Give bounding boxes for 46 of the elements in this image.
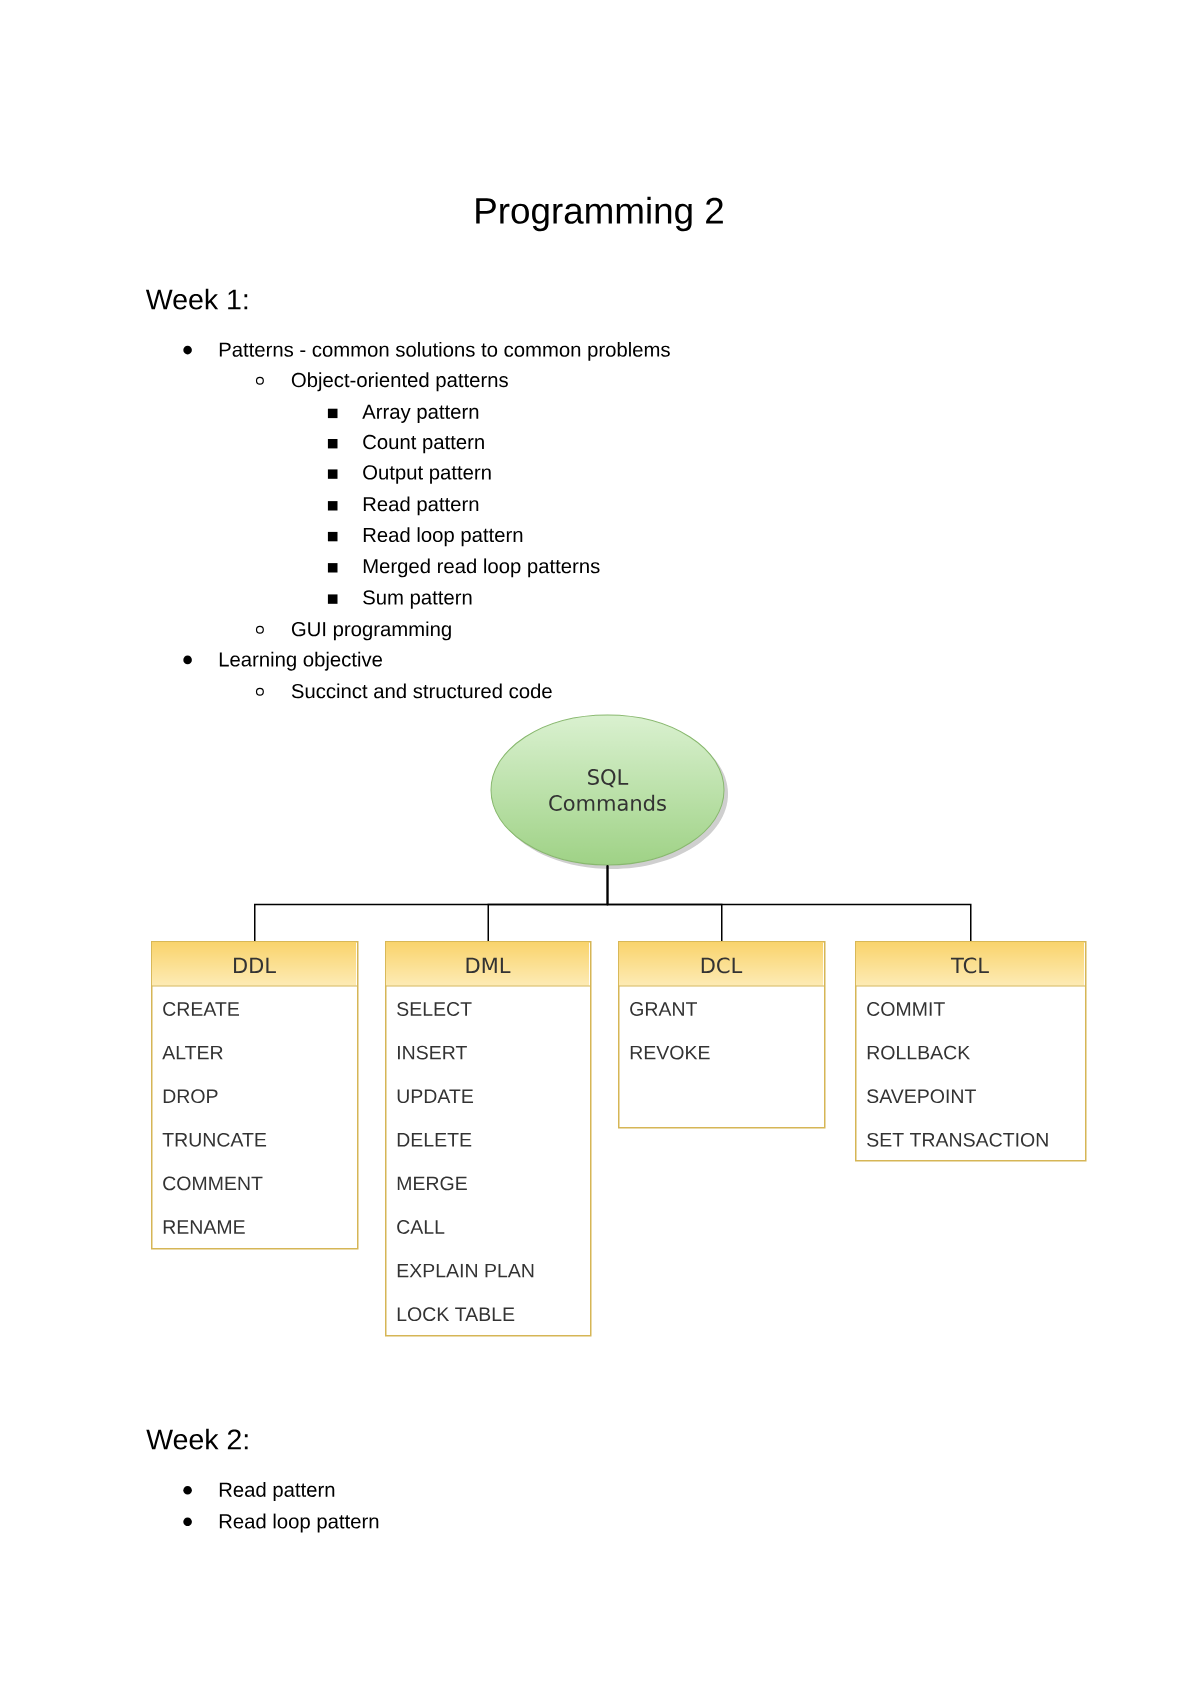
list-item-text: Succinct and structured code — [291, 683, 552, 699]
command-text: TRUNCATE — [162, 1132, 267, 1147]
list-item-text: Object-oriented patterns — [291, 372, 508, 392]
command-text: COMMENT — [163, 1176, 263, 1191]
section-heading: Week 2: — [146, 1428, 248, 1450]
command-text: ROLLBACK — [867, 1045, 970, 1060]
connector-line — [606, 864, 972, 942]
list-item-text: Learning objective — [219, 651, 382, 671]
command-text: SAVEPOINT — [867, 1089, 976, 1104]
list-item-text: Merged read loop patterns — [363, 558, 600, 578]
list-item-text: Read pattern — [363, 496, 479, 516]
command-text: DROP — [163, 1089, 218, 1104]
command-text: CALL — [397, 1220, 445, 1234]
page-title: Programming 2 — [476, 196, 723, 232]
list-item-text: Sum pattern — [363, 590, 472, 609]
command-text: ALTER — [162, 1045, 223, 1060]
list-item-text: Count pattern — [363, 434, 484, 454]
header-band: DDL — [150, 957, 358, 987]
command-text: RENAME — [163, 1220, 245, 1234]
command-text: GRANT — [630, 1002, 697, 1016]
list-item-text: Read loop pattern — [219, 1513, 379, 1533]
list-item-text: Read pattern — [219, 1482, 335, 1501]
command-text: SET TRANSACTION — [867, 1132, 1048, 1147]
header-band: DML — [384, 957, 591, 987]
command-text: MERGE — [397, 1176, 467, 1191]
command-text: CREATE — [163, 1002, 239, 1016]
list-item-text: Output pattern — [363, 465, 491, 484]
command-text: COMMIT — [867, 1002, 945, 1016]
list-item-text: Patterns - common solutions to common problems — [219, 341, 670, 361]
command-text: DELETE — [397, 1133, 472, 1147]
list-item-text: Array pattern — [362, 404, 479, 423]
command-text: EXPLAIN PLAN — [397, 1263, 534, 1278]
header-band: DCL — [617, 957, 825, 987]
command-text: SELECT — [397, 1002, 472, 1016]
category-box — [150, 941, 359, 1250]
command-text: LOCK TABLE — [397, 1307, 515, 1322]
list-item-text: GUI programming — [291, 621, 451, 641]
category-box — [384, 941, 592, 1337]
command-text: INSERT — [398, 1045, 467, 1060]
command-text: UPDATE — [397, 1089, 473, 1104]
category-box — [854, 941, 1087, 1162]
header-band: TCL — [854, 957, 1086, 987]
section-heading: Week 1: — [145, 288, 248, 310]
category-box — [617, 941, 826, 1129]
command-text: REVOKE — [630, 1045, 710, 1060]
list-item-text: Read loop pattern — [363, 527, 523, 547]
